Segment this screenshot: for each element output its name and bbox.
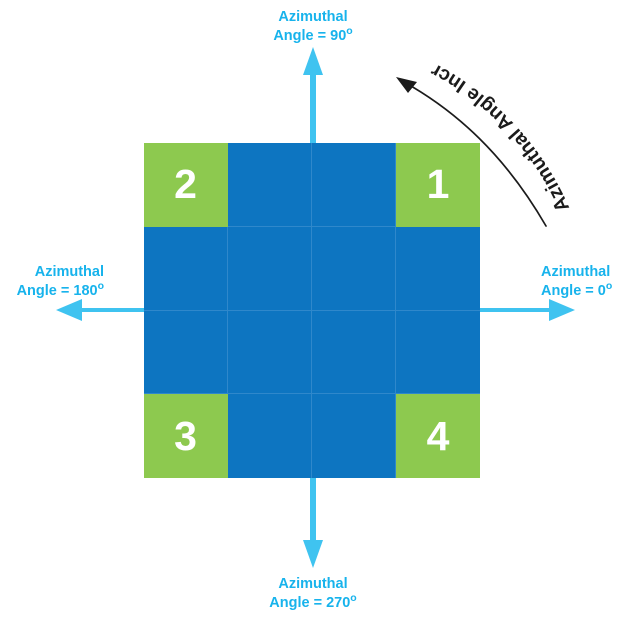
axis-label-270-line1: Azimuthal (278, 576, 348, 592)
axis-label-270-value: Angle = 270 (269, 595, 351, 612)
grid-cell-r1c1: 2 (144, 143, 228, 227)
grid-cell-r2c1 (144, 226, 228, 311)
degree-symbol: o (350, 592, 357, 605)
axis-arrow-left (56, 299, 144, 321)
grid-cell-r1c4: 1 (396, 143, 480, 227)
axis-label-0-line2: Angle = 0o (541, 280, 613, 301)
axis-label-0-value: Angle = 0 (541, 283, 606, 300)
grid-cell-r4c1: 3 (144, 394, 228, 478)
quadrant-grid: 2 1 (144, 143, 480, 478)
grid-cell-r3c3 (312, 310, 396, 395)
axis-arrow-right (480, 299, 575, 321)
degree-symbol: o (605, 280, 613, 293)
axis-label-180-line1: Azimuthal (34, 264, 104, 280)
axis-label-90-value: Angle = 90 (273, 28, 347, 45)
quadrant-number-2: 2 (174, 160, 197, 207)
grid-cell-r4c3 (312, 394, 396, 478)
axis-label-180-value: Angle = 180 (16, 283, 98, 300)
axis-label-270: Azimuthal Angle = 270o (269, 575, 356, 614)
degree-symbol: o (346, 25, 353, 38)
grid-cell-r4c4: 4 (396, 394, 480, 478)
quadrant-number-4: 4 (426, 412, 450, 459)
axis-arrow-up (303, 47, 323, 143)
grid-cell-r1c2 (228, 143, 312, 227)
grid-cell-r3c2 (228, 310, 312, 395)
quadrant-number-3: 3 (174, 412, 197, 459)
axis-label-90-line2: Angle = 90o (273, 25, 353, 46)
axis-label-0-line1: Azimuthal (541, 264, 611, 280)
grid-cell-r2c4 (396, 226, 480, 311)
axis-label-270-line2: Angle = 270o (269, 592, 357, 613)
axis-label-180-line2: Angle = 180o (16, 280, 104, 301)
degree-symbol: o (97, 280, 104, 293)
axis-label-90-line1: Azimuthal (278, 9, 348, 25)
grid-cell-r1c3 (312, 143, 396, 227)
grid-cell-r2c3 (312, 226, 396, 311)
axis-label-0: Azimuthal Angle = 0o (541, 263, 612, 302)
quadrant-number-1: 1 (426, 160, 450, 207)
axis-label-90: Azimuthal Angle = 90o (273, 8, 352, 47)
grid-cell-r4c2 (228, 394, 312, 478)
grid-cell-r2c2 (228, 226, 312, 311)
axis-arrow-down (303, 478, 323, 568)
axis-label-180: Azimuthal Angle = 180o (17, 263, 104, 302)
grid-cell-r3c1 (144, 310, 228, 395)
grid-cell-r3c4 (396, 310, 480, 395)
